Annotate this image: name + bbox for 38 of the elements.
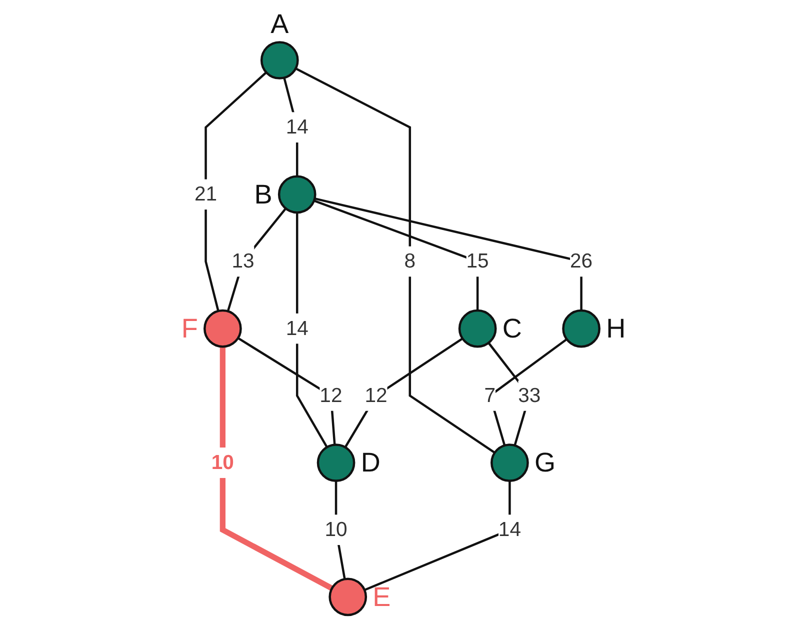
edge-label: 8 [404,250,416,272]
node-letter: A [270,9,289,40]
node-circle [260,41,299,80]
node-letter: G [534,448,556,478]
node-circle [204,309,242,348]
connector [204,72,268,312]
node-letter: C [502,314,522,344]
edge-label: 26 [570,250,593,272]
edge-label: 13 [232,250,254,272]
node-circle [316,444,356,482]
edge-label: 14 [498,518,521,541]
edge-label: 14 [286,316,308,340]
edge-label: 12 [320,384,342,406]
connector [314,200,479,311]
connector [296,212,328,448]
edge-label: 14 [286,116,308,138]
edge-label: 10 [211,450,234,474]
edge-label: 7 [484,384,496,406]
edge-label: 15 [466,250,489,272]
connector [220,346,334,591]
node-circle [328,578,368,616]
edge-label: 21 [194,182,218,206]
node-circle [562,309,600,348]
edge-label: 10 [324,518,348,541]
node-letter: H [606,314,626,344]
connector [226,208,287,312]
node-circle [490,444,529,482]
connector [344,338,464,448]
node-letter: F [181,314,198,344]
connector [295,68,496,454]
connector [314,197,582,311]
node-circle [458,309,497,348]
edge-label: 12 [364,384,388,406]
node-letter: B [254,179,272,210]
node-circle [278,175,316,214]
edge-label: 33 [518,384,541,406]
node-letter: E [372,582,391,612]
node-letter: D [360,448,380,478]
